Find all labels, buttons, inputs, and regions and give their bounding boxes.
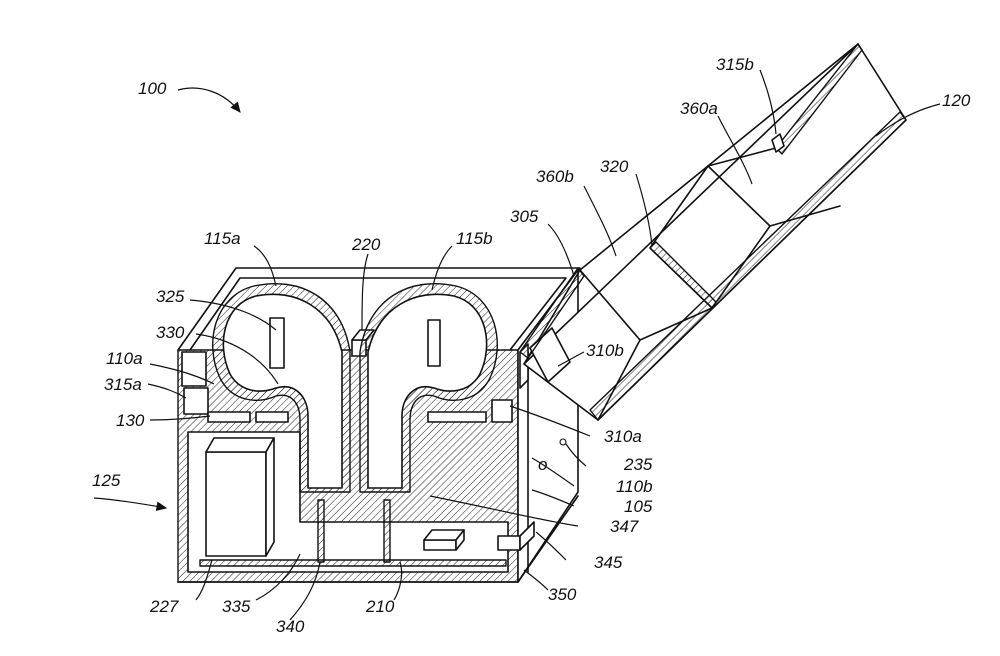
earbud-left [212, 282, 351, 493]
label-310a: 310a [604, 427, 642, 446]
label-125: 125 [92, 471, 121, 490]
label-100: 100 [138, 79, 167, 98]
label-315b: 315b [716, 55, 754, 74]
label-350: 350 [548, 585, 577, 604]
label-110b: 110b [616, 477, 653, 496]
label-227: 227 [149, 597, 179, 616]
label-360a: 360a [680, 99, 718, 118]
label-115a: 115a [204, 229, 241, 248]
earbud-right [359, 282, 498, 493]
lid [519, 43, 907, 421]
label-305: 305 [510, 207, 539, 226]
label-310b: 310b [586, 341, 624, 360]
label-315a: 315a [104, 375, 142, 394]
label-105: 105 [624, 497, 653, 516]
label-335: 335 [222, 597, 251, 616]
label-235: 235 [623, 455, 653, 474]
case-base: o [177, 267, 581, 583]
label-347: 347 [610, 517, 639, 536]
label-360b: 360b [536, 167, 574, 186]
label-330: 330 [156, 323, 185, 342]
label-320: 320 [600, 157, 629, 176]
label-130: 130 [116, 411, 145, 430]
label-345: 345 [594, 553, 623, 572]
label-210: 210 [365, 597, 395, 616]
label-325: 325 [156, 287, 185, 306]
label-110a: 110a [106, 349, 143, 368]
reference-labels: 100 115a 220 115b 325 330 110a 315a 130 … [92, 55, 971, 636]
label-115b: 115b [456, 229, 493, 248]
label-220: 220 [351, 235, 381, 254]
label-340: 340 [276, 617, 305, 636]
label-120: 120 [942, 91, 971, 110]
leader-lines [93, 69, 941, 621]
